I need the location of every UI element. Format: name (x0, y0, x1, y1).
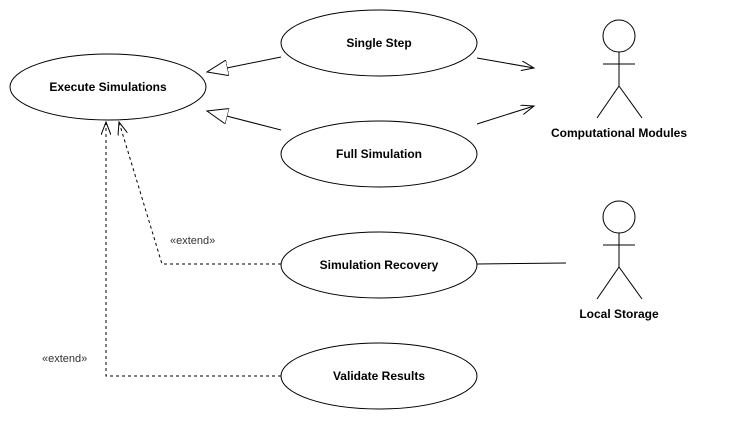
association-recovery-local-storage (476, 262, 567, 265)
extend-validate-line (106, 122, 281, 377)
actor-local-storage[interactable]: Local Storage (579, 200, 659, 321)
use-case-single-step[interactable]: Single Step (280, 9, 478, 77)
actor-stick-figure-icon (596, 19, 643, 119)
actor-label: Local Storage (579, 307, 659, 321)
use-case-label: Simulation Recovery (320, 258, 439, 272)
extend-label-validate: «extend» (42, 353, 87, 365)
use-case-full-simulation[interactable]: Full Simulation (280, 120, 478, 188)
generalization-single-step (207, 56, 282, 72)
use-case-label: Validate Results (333, 369, 425, 383)
generalization-full-simulation (207, 111, 282, 131)
actor-computational-modules[interactable]: Computational Modules (551, 19, 687, 140)
association-single-step-computational (476, 57, 534, 68)
use-case-validate-results[interactable]: Validate Results (280, 342, 478, 410)
actor-stick-figure-icon (596, 200, 643, 300)
use-case-execute-simulations[interactable]: Execute Simulations (9, 53, 207, 121)
use-case-label: Full Simulation (336, 147, 422, 161)
extend-recovery-line (119, 122, 281, 265)
use-case-label: Single Step (346, 36, 411, 50)
use-case-simulation-recovery[interactable]: Simulation Recovery (280, 231, 478, 299)
use-case-label: Execute Simulations (49, 80, 167, 94)
actor-label: Computational Modules (551, 126, 687, 140)
extend-label-recovery: «extend» (170, 235, 215, 247)
association-full-simulation-computational (476, 106, 534, 125)
